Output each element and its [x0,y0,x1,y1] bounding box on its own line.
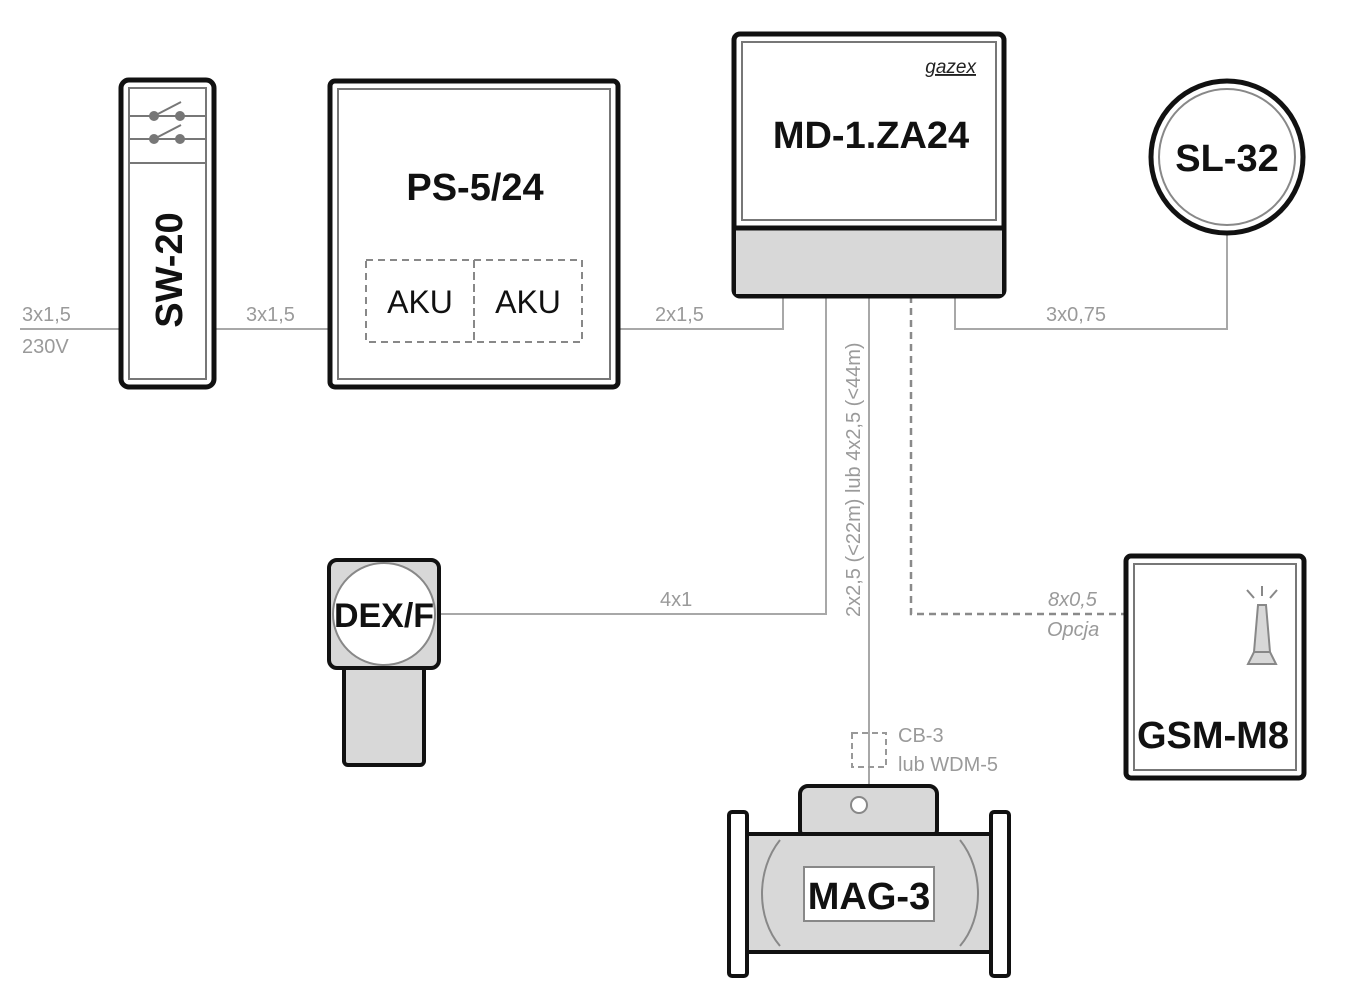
wire-md-to-sl [954,232,1228,330]
wire-labels: 3x1,5 230V 3x1,5 2x1,5 3x0,75 4x1 2x2,5 … [22,304,1106,641]
wires [20,232,1228,788]
wire-md-to-gsm-label-2: Opcja [1047,619,1099,641]
mag3-label: MAG-3 [808,876,930,918]
sl32-signaller: SL-32 [1148,78,1306,236]
gsm-m8-label: GSM-M8 [1137,715,1289,757]
wire-md-to-mag-label: 2x2,5 (<22m) lub 4x2,5 (<44m) [843,342,865,617]
battery-left-label: AKU [387,284,453,320]
sl32-label: SL-32 [1175,138,1278,180]
wire-md-to-gsm-label-1: 8x0,5 [1048,589,1098,611]
wire-md-to-gsm [909,296,1126,616]
switch-icon [149,101,185,144]
mag3-valve: MAG-3 [727,784,1011,978]
md1-label: MD-1.ZA24 [773,115,969,157]
brand-logo: gazex [925,57,977,78]
wire-ps-to-md [618,296,784,330]
wire-md-to-dex [440,296,827,615]
md1-controller: gazex MD-1.ZA24 [731,31,1007,299]
wire-md-to-dex-label: 4x1 [660,589,692,611]
antenna-icon [1246,586,1278,665]
wire-ps-to-md-label: 2x1,5 [655,304,704,326]
wire-sw-to-ps-label: 3x1,5 [246,304,295,326]
sw20-label: SW-20 [149,212,191,327]
gsm-m8-module: GSM-M8 [1123,553,1307,781]
wire-md-to-sl-label: 3x0,75 [1046,304,1106,326]
cb3-junction: CB-3 lub WDM-5 [851,725,998,776]
wire-mains-label-2: 230V [22,336,69,358]
battery-right [473,259,583,343]
dexf-label: DEX/F [334,597,434,635]
sw20-switch: SW-20 [118,77,217,390]
battery-right-label: AKU [495,284,561,320]
dexf-detector: DEX/F [327,558,441,767]
ps524-label: PS-5/24 [406,167,543,209]
cb3-label-1: CB-3 [898,725,944,747]
cb3-label-2: lub WDM-5 [898,754,998,776]
ps524-power-supply: PS-5/24 AKU AKU [327,78,621,390]
wire-mains-label-1: 3x1,5 [22,304,71,326]
